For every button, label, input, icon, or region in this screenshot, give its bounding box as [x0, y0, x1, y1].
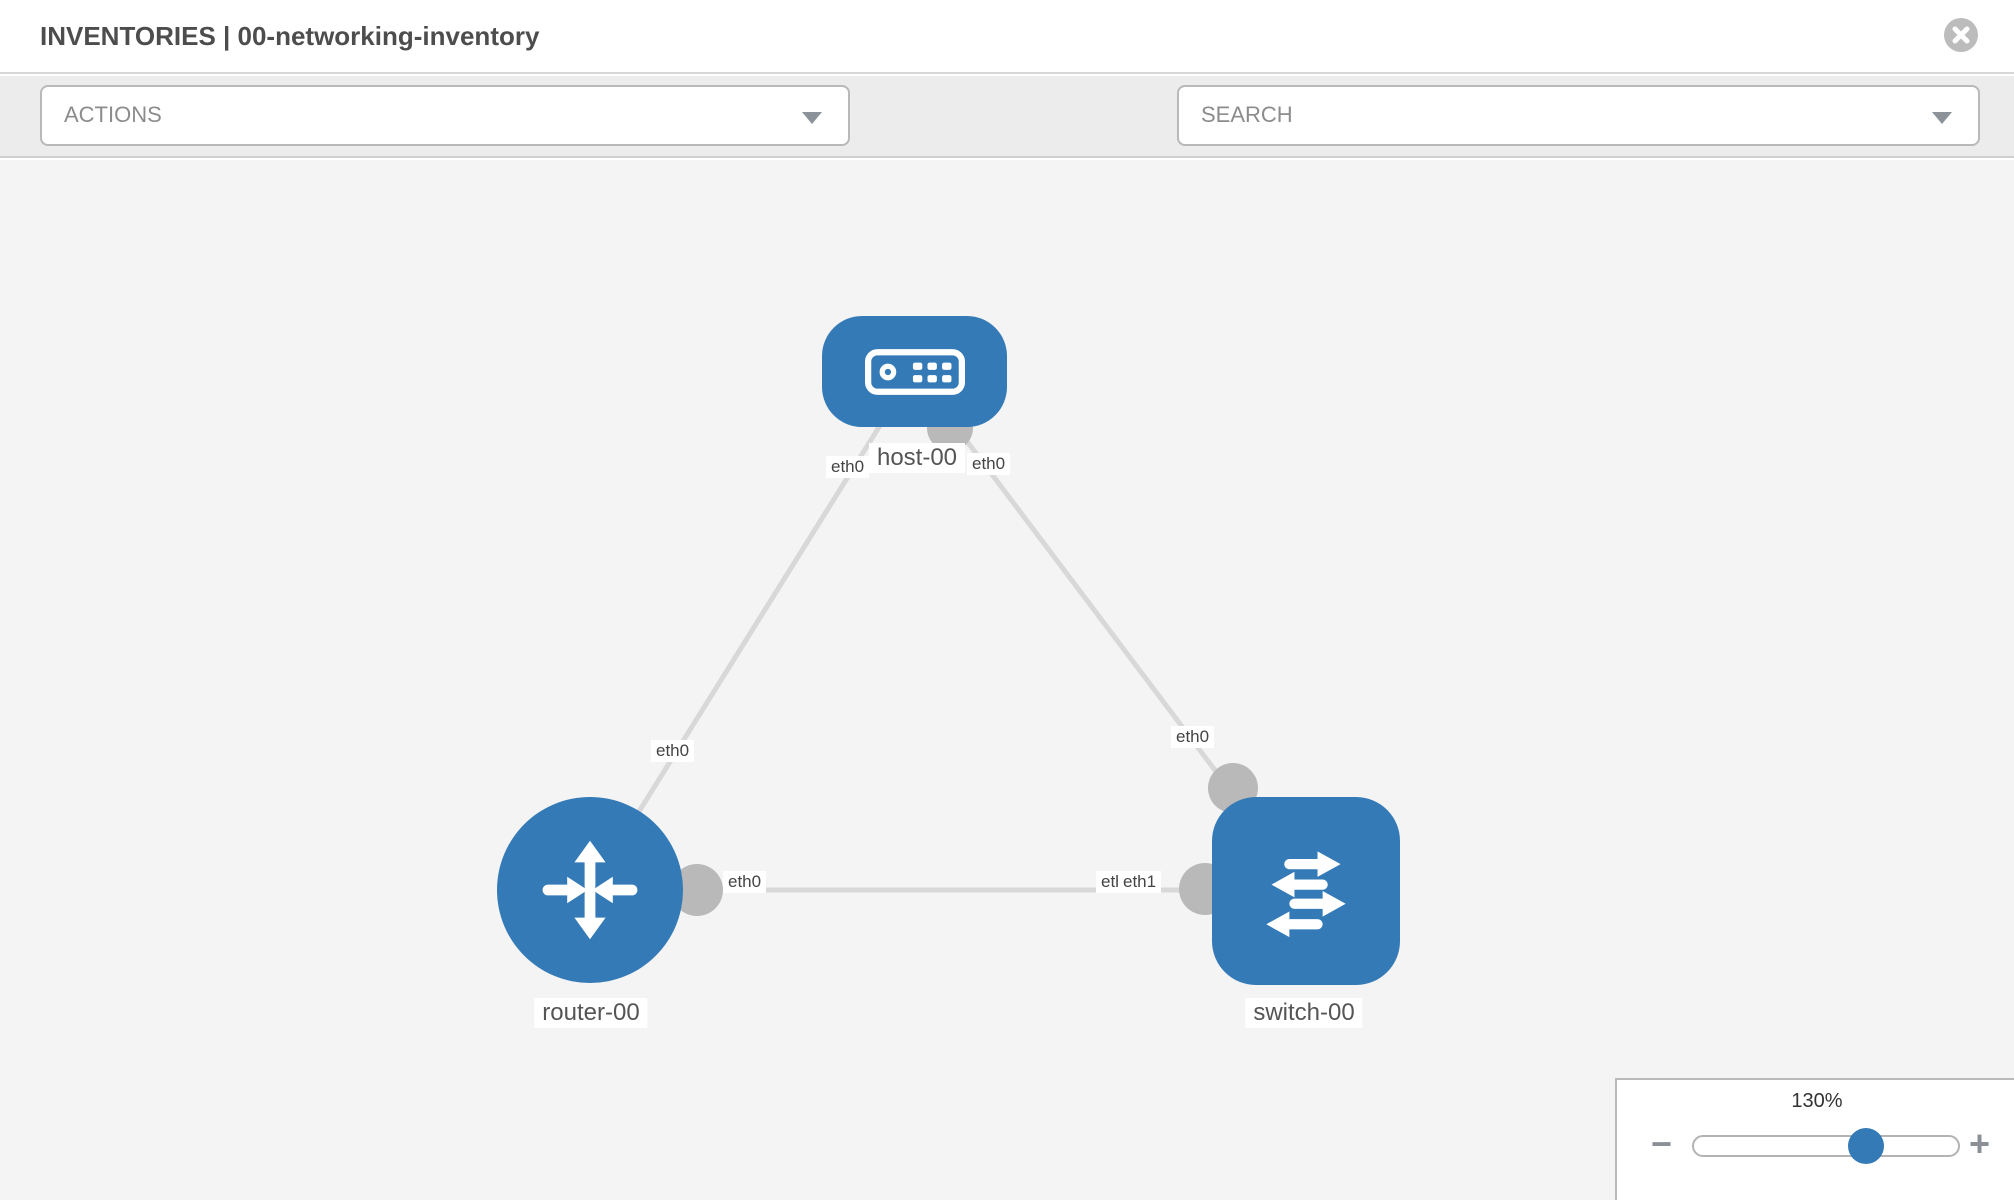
search-placeholder: SEARCH — [1201, 102, 1293, 127]
page-title: INVENTORIES | 00-networking-inventory — [40, 21, 540, 51]
zoom-out-button[interactable]: − — [1651, 1123, 1673, 1164]
actions-dropdown-label: ACTIONS — [64, 102, 162, 127]
connector-router-right — [671, 864, 723, 916]
header: INVENTORIES | 00-networking-inventory — [0, 0, 2014, 74]
zoom-percentage: 130% — [1791, 1090, 1843, 1112]
iface-label-switch-eth1: eth1 — [1118, 871, 1162, 893]
close-button[interactable] — [1943, 17, 1979, 53]
node-label-switch-00: switch-00 — [1245, 998, 1363, 1028]
toolbar: ACTIONS SEARCH — [0, 76, 2014, 203]
router-icon — [542, 840, 638, 940]
node-label-host-00: host-00 — [868, 443, 966, 473]
iface-label-host-eth0-left: eth0 — [826, 456, 870, 478]
iface-label-router-eth0-uplink: eth0 — [651, 740, 695, 762]
topology-canvas[interactable]: host-00 router-00 switch-00 eth0 eth0 et… — [0, 160, 2014, 1200]
host-icon — [864, 348, 965, 395]
chevron-down-icon — [802, 112, 822, 124]
interface-connectors — [671, 405, 1258, 916]
zoom-control-panel: 130% − + — [1615, 1078, 2014, 1200]
zoom-slider-track[interactable] — [1692, 1135, 1960, 1157]
search-dropdown[interactable]: SEARCH — [1177, 85, 1980, 146]
switch-icon — [1266, 851, 1346, 938]
node-host-00[interactable] — [822, 316, 1007, 427]
iface-label-switch-eth0-uplink: eth0 — [1171, 726, 1215, 748]
node-router-00[interactable] — [497, 797, 683, 983]
x-circle-icon — [1944, 18, 1978, 52]
iface-label-host-eth0-right: eth0 — [967, 453, 1011, 475]
topology-links-layer — [587, 369, 1308, 916]
actions-dropdown[interactable]: ACTIONS — [40, 85, 850, 146]
zoom-in-button[interactable]: + — [1969, 1123, 1991, 1164]
iface-label-router-eth0: eth0 — [723, 871, 767, 893]
node-switch-00[interactable] — [1212, 797, 1400, 985]
chevron-down-icon — [1932, 112, 1952, 124]
zoom-slider-thumb[interactable] — [1848, 1128, 1884, 1164]
node-label-router-00: router-00 — [534, 998, 648, 1028]
